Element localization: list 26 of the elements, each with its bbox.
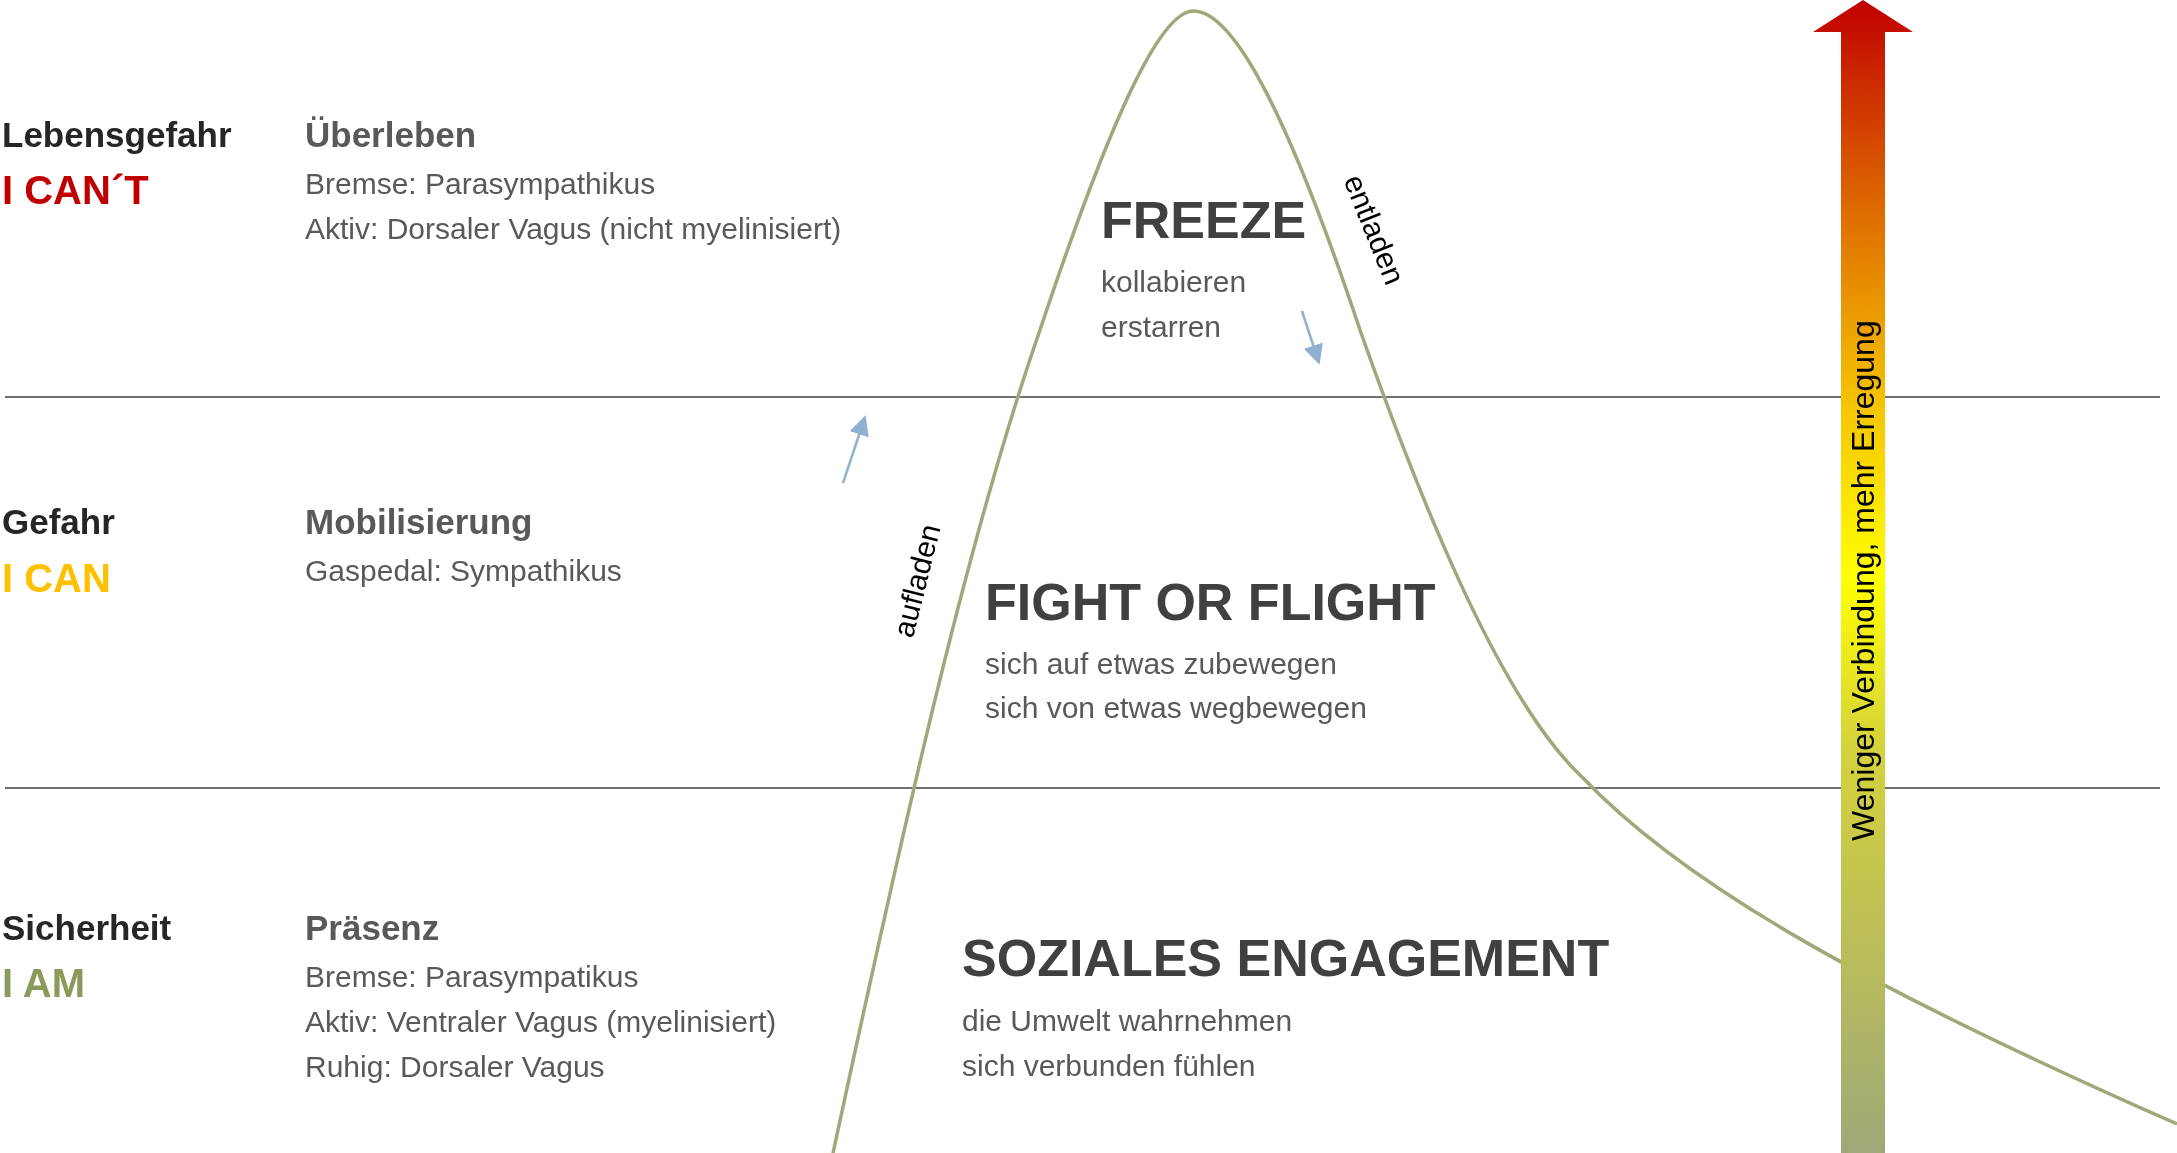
level-tag: I AM [2, 961, 85, 1005]
curve-label: aufladen [886, 520, 946, 640]
level-tag: I CAN´T [2, 168, 149, 212]
state-title: FIGHT OR FLIGHT [985, 574, 1436, 632]
body-text: Bremse: Parasympathikus [305, 167, 656, 200]
body-text: sich auf etwas zubewegen [985, 647, 1337, 680]
level-heading: Lebensgefahr [2, 116, 232, 155]
body-text: kollabieren [1101, 265, 1247, 298]
body-text: erstarren [1101, 310, 1222, 343]
section-heading: Überleben [305, 116, 477, 155]
body-text: Aktiv: Ventraler Vagus (myelinisiert) [305, 1005, 777, 1038]
body-text: Aktiv: Dorsaler Vagus (nicht myelinisiert) [305, 212, 842, 245]
level-tag: I CAN [2, 556, 111, 600]
body-text: sich verbunden fühlen [962, 1049, 1256, 1082]
section-heading: Präsenz [305, 909, 440, 948]
body-text: Bremse: Parasympatikus [305, 960, 639, 993]
body-text: Gaspedal: Sympathikus [305, 554, 622, 587]
body-text: sich von etwas wegbewegen [985, 691, 1367, 724]
section-heading: Mobilisierung [305, 503, 533, 542]
body-text: Ruhig: Dorsaler Vagus [305, 1050, 605, 1083]
state-title: FREEZE [1101, 192, 1307, 250]
arrow-label: Weniger Verbindung, mehr Erregung [1845, 319, 1881, 841]
body-text: die Umwelt wahrnehmen [962, 1004, 1293, 1037]
level-heading: Sicherheit [2, 909, 172, 948]
state-title: SOZIALES ENGAGEMENT [962, 930, 1610, 988]
level-heading: Gefahr [2, 503, 115, 542]
